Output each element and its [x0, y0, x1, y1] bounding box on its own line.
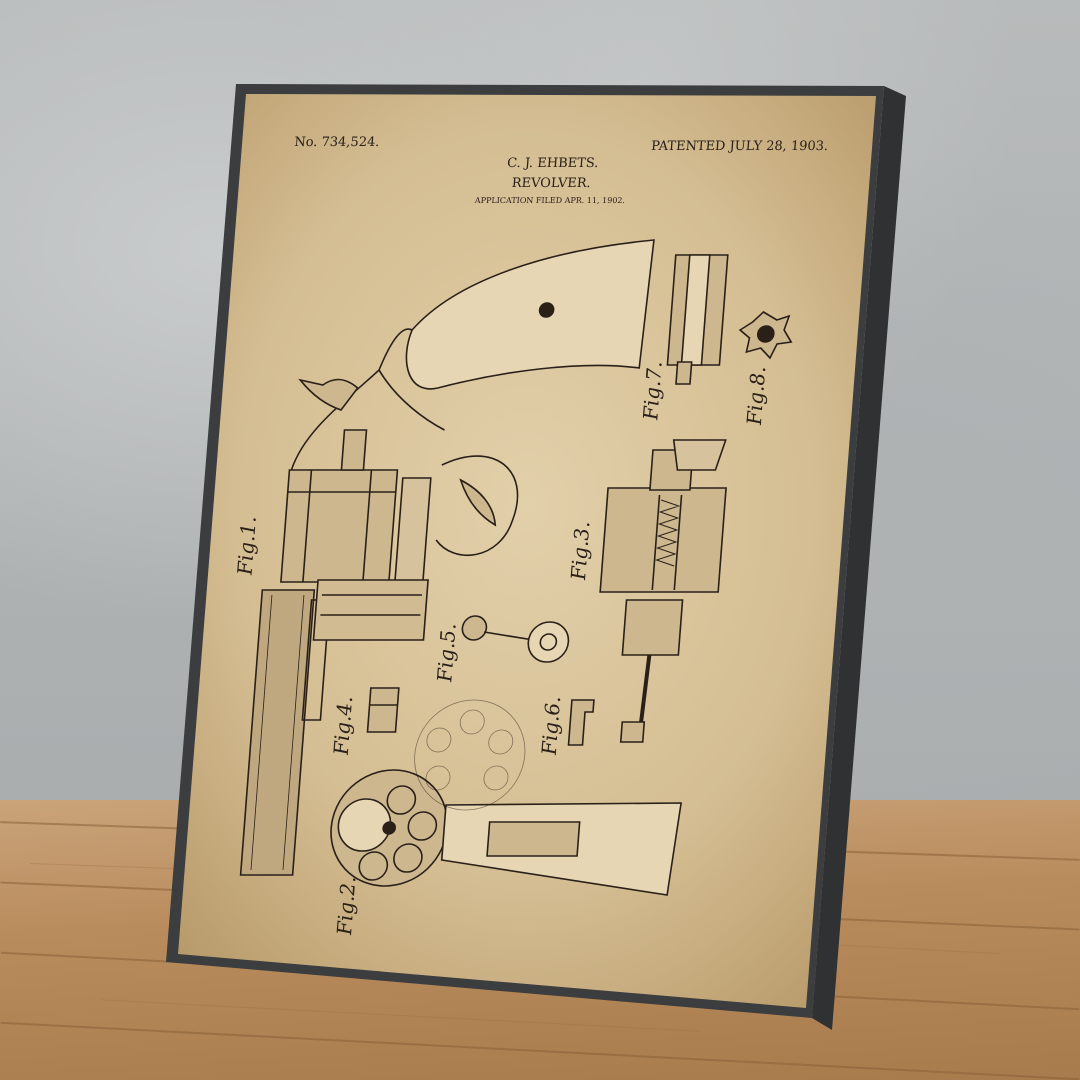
revolver-barrel	[239, 589, 316, 876]
fig8-label: Fig.8.	[742, 367, 770, 426]
fig4-label: Fig.4.	[329, 697, 357, 756]
fig5-label: Fig.5.	[432, 624, 460, 683]
revolver-grip	[405, 239, 655, 390]
fig6-part	[567, 699, 595, 746]
patent-drawing: No. 734,524. PATENTED JULY 28, 1903. C. …	[232, 135, 829, 936]
fig1-label: Fig.1.	[232, 517, 260, 576]
frame-side	[812, 86, 906, 1030]
patent-inventor: C. J. EHBETS.	[507, 156, 599, 171]
revolver-hammer	[298, 378, 359, 411]
revolver-cylinder	[280, 469, 399, 583]
fig6-label: Fig.6.	[537, 697, 565, 756]
fig7-label: Fig.7.	[638, 362, 666, 421]
revolver-frame	[290, 328, 445, 471]
patent-application: APPLICATION FILED APR. 11, 1902.	[474, 196, 626, 205]
fig5-lever	[461, 615, 488, 641]
fig2-label: Fig.2.	[332, 877, 360, 936]
fig4-part	[366, 687, 400, 733]
patent-title: REVOLVER.	[511, 176, 591, 191]
patent-date: PATENTED JULY 28, 1903.	[651, 139, 829, 154]
trigger	[459, 478, 497, 527]
fig3-body	[599, 487, 727, 593]
patent-number: No. 734,524.	[294, 135, 380, 150]
fig3-label: Fig.3.	[566, 522, 594, 581]
trigger-guard	[435, 455, 519, 556]
